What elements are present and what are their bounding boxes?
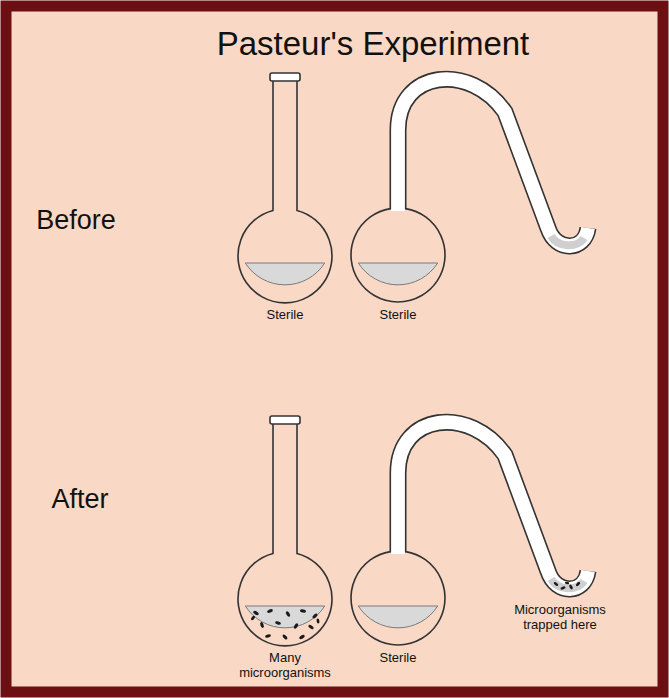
swan-neck-flask xyxy=(351,79,588,302)
trapped-microorganisms xyxy=(553,581,581,590)
label-slot: Sterile xyxy=(380,651,417,666)
open-flask xyxy=(238,416,332,646)
flask-outline xyxy=(238,80,332,303)
broth xyxy=(245,606,324,628)
swan-neck xyxy=(398,79,588,246)
flask-outline xyxy=(351,552,445,645)
flask-label: Sterile xyxy=(267,308,304,323)
trap-liquid xyxy=(551,236,584,245)
title: Pasteur's Experiment xyxy=(217,26,530,63)
flask-label: Microorganisms trapped here xyxy=(508,603,612,632)
label-slot: Sterile xyxy=(267,308,304,323)
label-slot: After xyxy=(51,484,108,514)
microorganisms xyxy=(250,608,320,640)
broth xyxy=(245,263,324,285)
broth xyxy=(358,263,437,285)
flask-outline xyxy=(351,209,445,302)
flask-label: Many microorganisms xyxy=(237,651,333,680)
flask-lip xyxy=(270,73,300,81)
before-flasks xyxy=(238,73,588,303)
swan-neck-bore xyxy=(398,79,588,246)
flask-outline xyxy=(238,423,332,646)
row-label: After xyxy=(51,484,108,514)
swan-neck-bore xyxy=(398,422,588,589)
label-slot: Many microorganisms xyxy=(237,651,333,680)
label-slot: Sterile xyxy=(380,308,417,323)
trap-liquid xyxy=(551,579,584,588)
broth xyxy=(358,606,437,628)
label-slot: Microorganisms trapped here xyxy=(508,603,612,632)
flask-label: Sterile xyxy=(380,308,417,323)
swan-neck xyxy=(398,422,588,589)
label-slot: Before xyxy=(36,205,116,235)
frame xyxy=(6,6,663,692)
title-slot: Pasteur's Experiment xyxy=(217,26,530,63)
flask-label: Sterile xyxy=(380,651,417,666)
open-flask xyxy=(238,73,332,303)
flask-lip xyxy=(270,416,300,424)
row-label: Before xyxy=(36,205,116,235)
